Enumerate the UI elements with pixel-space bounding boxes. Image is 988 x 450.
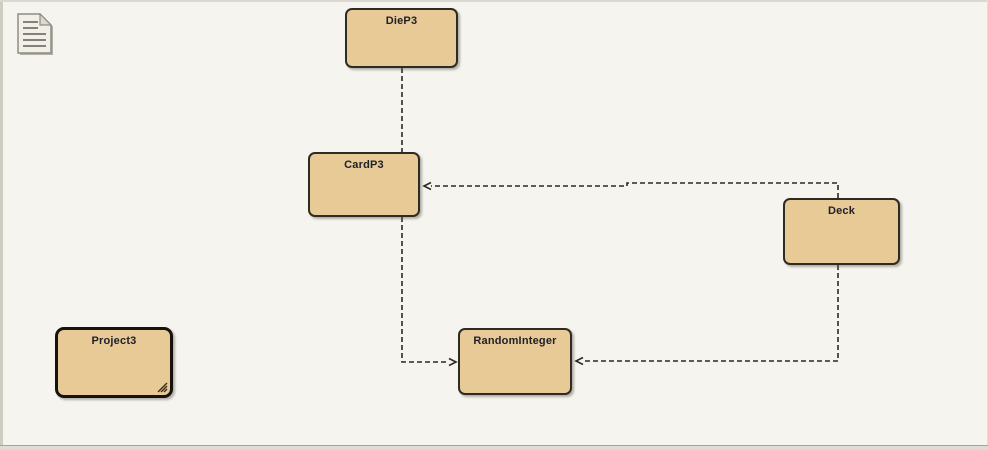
connector-deck-to-cardp3[interactable]	[422, 181, 839, 199]
arrowhead-right-icon	[448, 357, 458, 367]
canvas-left-border	[0, 0, 3, 450]
document-text-lines	[23, 21, 46, 47]
node-label: Project3	[91, 335, 137, 347]
node-label: DieP3	[385, 15, 418, 27]
document-icon[interactable]	[17, 13, 53, 55]
node-cardp3[interactable]: CardP3	[308, 152, 420, 217]
node-deck[interactable]: Deck	[783, 198, 900, 265]
node-label: CardP3	[344, 159, 384, 171]
corner-hatch-icon	[157, 382, 168, 393]
arrowhead-left-icon	[574, 356, 584, 366]
canvas-bottom-border	[0, 445, 988, 450]
node-project3[interactable]: Project3	[55, 327, 173, 398]
canvas-top-border	[0, 0, 988, 2]
arrowhead-left-icon	[422, 181, 432, 191]
connector-cardp3-to-randominteger[interactable]	[401, 217, 458, 367]
document-fold-corner	[39, 13, 53, 26]
node-randominteger[interactable]: RandomInteger	[458, 328, 572, 395]
node-label: Deck	[827, 205, 856, 217]
connector-deck-to-randominteger[interactable]	[574, 265, 839, 366]
document-shadow	[20, 26, 53, 55]
node-label: RandomInteger	[473, 335, 557, 347]
node-diep3[interactable]: DieP3	[345, 8, 458, 68]
